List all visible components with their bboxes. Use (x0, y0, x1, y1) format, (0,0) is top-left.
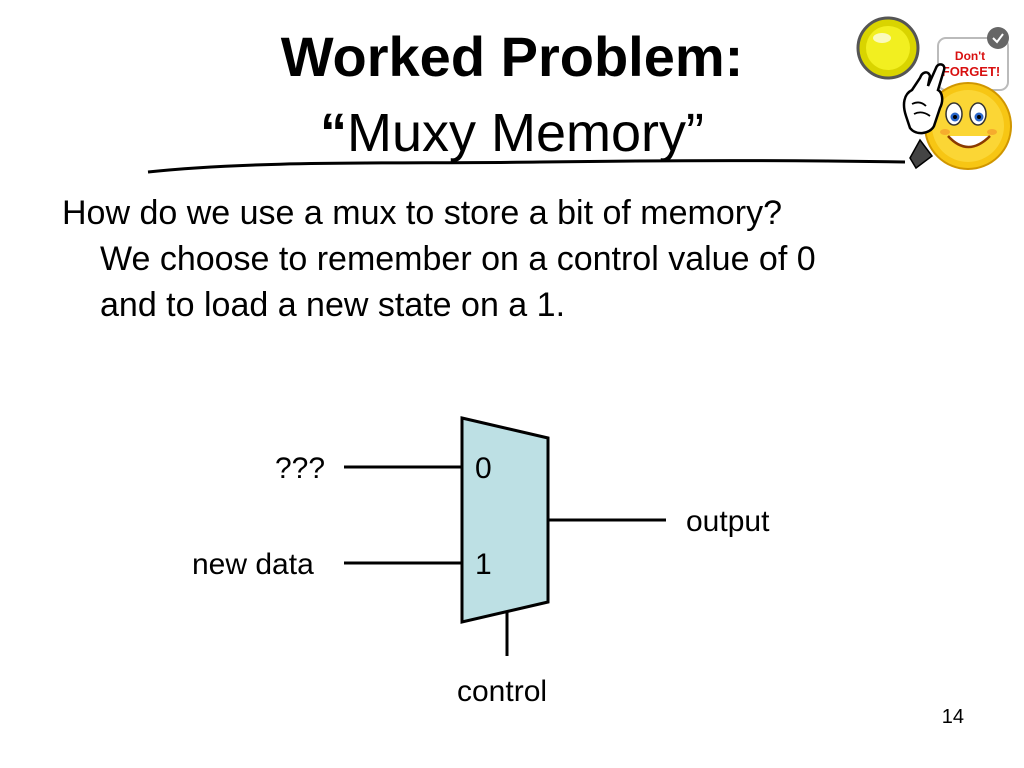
mux-port-0: 0 (475, 452, 492, 485)
sign-text-line2: FORGET! (942, 64, 1001, 79)
output-label: output (686, 505, 770, 538)
pointing-hand-icon (902, 63, 946, 135)
control-label: control (457, 675, 548, 708)
input0-label: ??? (275, 452, 326, 485)
body-text: How do we use a mux to store a bit of me… (62, 190, 962, 328)
smiley-face-icon (924, 82, 1012, 170)
body-line-1: How do we use a mux to store a bit of me… (62, 194, 782, 232)
slide-subtitle: “Muxy Memory” (0, 100, 1024, 166)
sign-text-line1: Don't (955, 49, 985, 63)
body-line-3: and to load a new state on a 1. (100, 286, 566, 324)
subtitle-open-quote: “ (319, 103, 347, 163)
dont-forget-clipart: Don't FORGET! (856, 16, 1012, 170)
subtitle-text: Muxy Memory” (346, 103, 704, 163)
mux-body (460, 416, 550, 624)
mux-port-1: 1 (475, 548, 492, 581)
lightbulb-icon (856, 16, 920, 80)
input1-label: new data (192, 548, 314, 581)
pen-icon (909, 138, 934, 170)
body-line-2: We choose to remember on a control value… (100, 240, 816, 278)
slide-title: Worked Problem: (280, 25, 744, 88)
title-underline (147, 159, 906, 174)
page-number: 14 (941, 706, 964, 728)
